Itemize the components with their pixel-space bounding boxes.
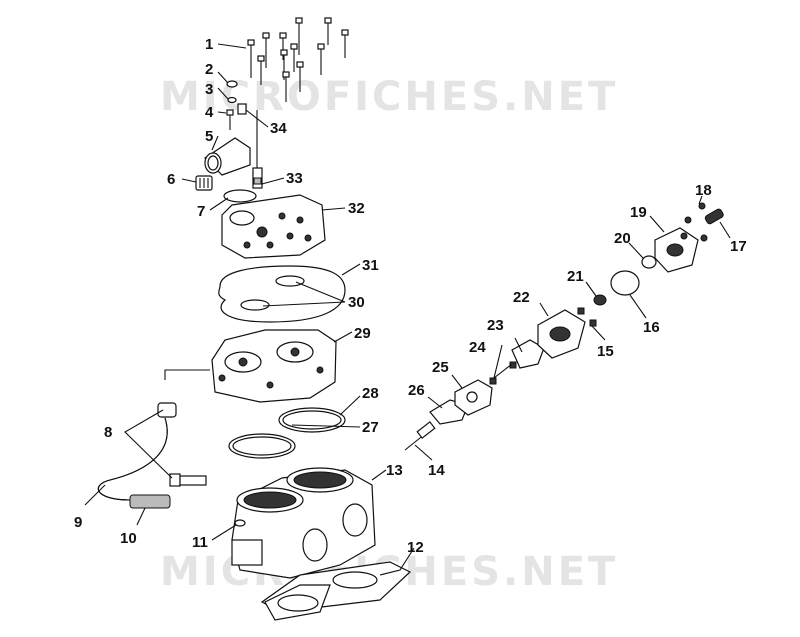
nut-18-b: [698, 202, 706, 210]
gasket-27-inner: [232, 436, 292, 456]
valve-body-25: [454, 379, 493, 416]
nut-2: [226, 80, 238, 88]
callout-20: 20: [614, 230, 631, 247]
nut-11: [234, 519, 246, 527]
callout-30: 30: [348, 294, 365, 311]
callout-17: 17: [730, 238, 747, 255]
o-ring-30-b: [240, 299, 270, 311]
washer-3: [227, 96, 237, 104]
callout-31: 31: [362, 257, 379, 274]
callout-3: 3: [205, 81, 213, 98]
nut-18-d: [700, 234, 708, 242]
callout-15: 15: [597, 343, 614, 360]
callout-24: 24: [469, 339, 486, 356]
callout-28: 28: [362, 385, 379, 402]
leader-lines: [84, 43, 731, 576]
callout-18: 18: [695, 182, 712, 199]
callout-21: 21: [567, 268, 584, 285]
callout-labels: 1 2 3 4 5 6 7 8 9 10 11 12 13 14 15 16 1…: [74, 36, 747, 556]
callout-9: 9: [74, 514, 82, 531]
callout-29: 29: [354, 325, 371, 342]
callout-4: 4: [205, 104, 214, 121]
base-gasket-hole-a: [332, 571, 378, 589]
diaphragm-16: [610, 270, 640, 296]
cover-19: [654, 227, 699, 273]
fitting-34: [237, 103, 247, 115]
callout-6: 6: [167, 171, 175, 188]
stud-4-head: [226, 109, 234, 116]
screw-15-b: [589, 319, 597, 327]
cylinder-block: [231, 467, 376, 579]
housing-22: [537, 309, 586, 359]
callout-33: 33: [286, 170, 303, 187]
cylinder-head-cover: [221, 194, 326, 259]
screw-15-a: [577, 307, 585, 315]
gasket-28-inner: [282, 410, 342, 430]
water-hose: [97, 402, 207, 509]
callout-34: 34: [270, 120, 287, 137]
spring-17: [704, 208, 724, 225]
callout-2: 2: [205, 61, 213, 78]
callout-19: 19: [630, 204, 647, 221]
nut-18-a: [684, 216, 692, 224]
callout-22: 22: [513, 289, 530, 306]
o-ring-7: [223, 189, 257, 203]
o-ring-30-a: [275, 275, 305, 287]
callout-1: 1: [205, 36, 213, 53]
nut-18-c: [680, 232, 688, 240]
washer-21: [593, 294, 607, 306]
ring-20: [641, 255, 657, 269]
base-gasket-hole-b: [277, 594, 319, 612]
callout-26: 26: [408, 382, 425, 399]
callout-14: 14: [428, 462, 445, 479]
callout-13: 13: [386, 462, 403, 479]
callout-10: 10: [120, 530, 137, 547]
jet-pin-14: [404, 421, 436, 451]
callout-25: 25: [432, 359, 449, 376]
callout-5: 5: [205, 128, 213, 145]
callout-11: 11: [192, 534, 208, 551]
callout-27: 27: [362, 419, 379, 436]
callout-8: 8: [104, 424, 112, 441]
thermostat-fitting: [195, 175, 213, 191]
callout-7: 7: [197, 203, 205, 220]
callout-32: 32: [348, 200, 365, 217]
water-outlet-elbow: [204, 137, 251, 176]
callout-12: 12: [407, 539, 424, 556]
screw-24-a: [489, 377, 497, 385]
callout-23: 23: [487, 317, 504, 334]
bolt-set: [247, 17, 349, 102]
callout-16: 16: [643, 319, 660, 336]
cylinder-head: [211, 329, 337, 403]
temperature-sensor: [252, 110, 263, 189]
